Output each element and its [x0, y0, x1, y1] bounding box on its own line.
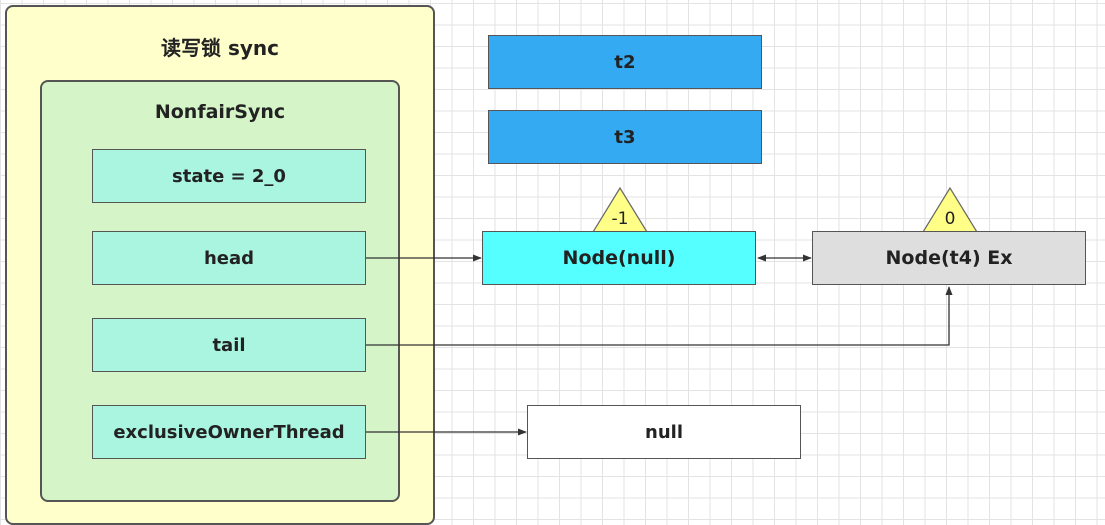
thread-t2: t2 [488, 35, 762, 89]
exclusive-owner-thread-field: exclusiveOwnerThread [92, 405, 366, 459]
arrows-layer: -1 0 [366, 186, 979, 436]
tail-to-node-t4-arrow [366, 286, 953, 346]
status-head-label: -1 [612, 209, 629, 229]
tail-field: tail [92, 318, 366, 372]
head-field: head [92, 231, 366, 285]
status-tail-label: 0 [945, 209, 956, 229]
thread-t3: t3 [488, 110, 762, 164]
sync-title: 读写锁 sync [161, 36, 279, 60]
node-null: Node(null) [482, 231, 756, 285]
nonfair-sync-title: NonfairSync [154, 101, 286, 123]
owner-null-box: null [527, 405, 801, 459]
state-field: state = 2_0 [92, 149, 366, 203]
node-t4-exclusive: Node(t4) Ex [812, 231, 1086, 285]
